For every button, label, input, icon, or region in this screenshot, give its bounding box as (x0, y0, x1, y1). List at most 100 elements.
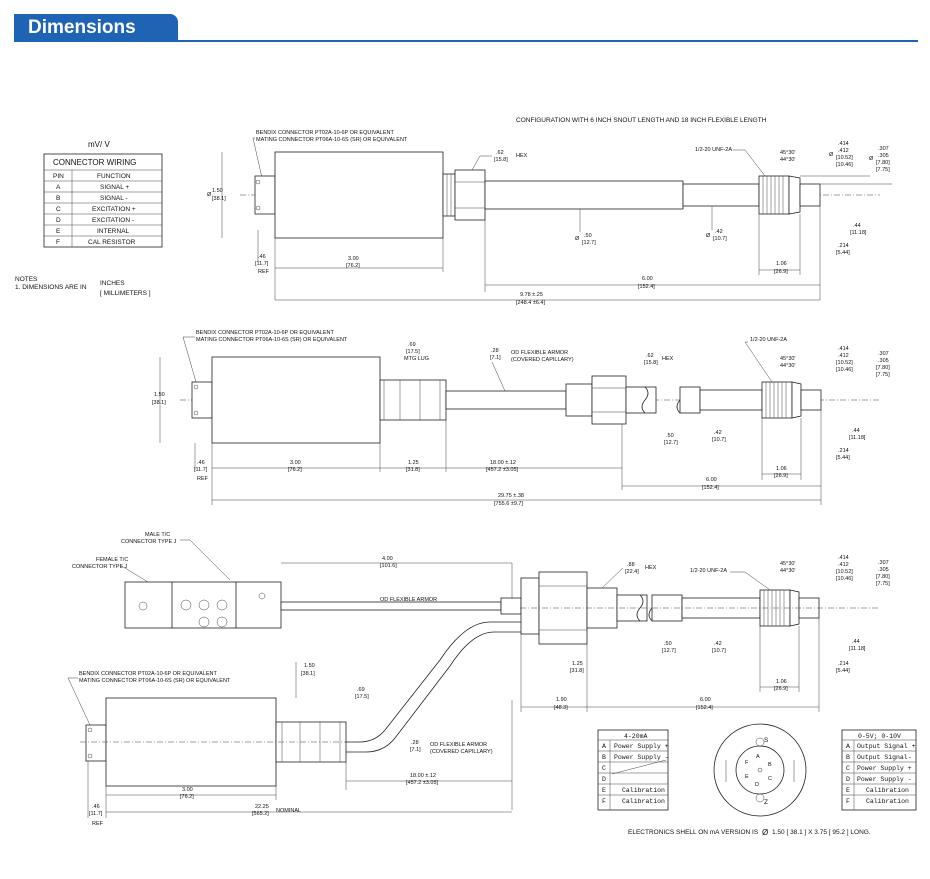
config-caption: CONFIGURATION WITH 6 INCH SNOUT LENGTH A… (516, 117, 767, 124)
bendix-label: BENDIX CONNECTOR PT02A-10-6P OR EQUIVALE… (256, 130, 394, 136)
dim: .307 (878, 560, 889, 566)
dim: [7.80] (876, 365, 890, 371)
male-tc-label: MALE T/C (145, 532, 170, 538)
wiring-table-frame (43, 153, 163, 248)
notes-mm: [ MILLIMETERS ] (100, 290, 151, 297)
dim: [12.7] (662, 648, 676, 654)
wiring-pin: F (56, 239, 60, 246)
table-fn: Power Supply - (857, 776, 912, 783)
armor-label: (COVERED CAPILLARY) (430, 749, 493, 755)
svg-text:Ø: Ø (869, 156, 874, 162)
dim: 45°30' (780, 356, 796, 362)
dim: 1.50 (212, 188, 223, 194)
dim: [31.8] (570, 668, 584, 674)
dim: [7.75] (876, 167, 890, 173)
thread-section (761, 381, 793, 419)
table-pin: C (602, 765, 606, 772)
dim: [26.9] (774, 686, 788, 692)
dim: HEX (516, 153, 528, 159)
table-fn: Power Supply + (614, 743, 669, 750)
wiring-col-function: FUNCTION (97, 173, 131, 180)
dim: [10.52] (836, 360, 853, 366)
thread-section (758, 175, 790, 215)
mating-label: MATING CONNECTOR PT06A-10-6S (SR) OR EQU… (79, 678, 231, 684)
dim: 1.06 (776, 466, 787, 472)
dim: .46 (92, 804, 100, 810)
wiring-fn: SIGNAL - (100, 195, 128, 202)
table-fn: Calibration (622, 787, 665, 794)
wiring-fn: SIGNAL + (100, 184, 129, 191)
dim: [38.1] (152, 400, 166, 406)
wiring-fn: EXCITATION + (92, 206, 136, 213)
wiring-title: CONNECTOR WIRING (53, 158, 136, 167)
wiring-fn: CAL RESISTOR (88, 239, 136, 246)
dim: [457.2 ±3.05] (486, 467, 519, 473)
table-pin: D (602, 776, 606, 783)
dim: [31.8] (406, 467, 420, 473)
dim: .28 (491, 348, 499, 354)
dim: .214 (838, 448, 849, 454)
mtg-lug (379, 379, 447, 421)
dim: 3.00 (290, 460, 301, 466)
dim: [15.8] (494, 157, 508, 163)
dim: 1.06 (776, 261, 787, 267)
table-title: 4-20mA (624, 733, 648, 740)
dim: 1.90 (556, 697, 567, 703)
dim: [11.7] (194, 467, 208, 473)
dim: .44 (852, 428, 860, 434)
dim: [10.52] (836, 155, 853, 161)
dim: REF (197, 476, 209, 482)
dim: .412 (838, 353, 849, 359)
table-pin: A (602, 743, 606, 750)
dim: [48.3] (554, 705, 568, 711)
dim: .69 (357, 687, 365, 693)
dim: .307 (878, 351, 889, 357)
dim: .305 (878, 358, 889, 364)
dim: [5.44] (836, 455, 850, 461)
dim: 3.00 (182, 787, 193, 793)
dim: 6.00 (706, 477, 717, 483)
notes: NOTES 1. DIMENSIONS ARE IN INCHES [ MILL… (15, 276, 151, 297)
dim: .414 (838, 555, 849, 561)
connector-body (254, 175, 276, 215)
dim: [7.80] (876, 160, 890, 166)
armor-label: OD FLEXIBLE ARMOR (380, 597, 437, 603)
wiring-fn: INTERNAL (97, 228, 130, 235)
table-title: 0-5V; 0-10V (858, 733, 901, 740)
table-fn: Output Signal + (857, 743, 916, 750)
dim: [10.46] (836, 162, 853, 168)
dim: 6.00 (642, 276, 653, 282)
dim: [7.75] (876, 581, 890, 587)
dim: [7.75] (876, 372, 890, 378)
dim: [17.5] (355, 694, 369, 700)
dim: [10.46] (836, 576, 853, 582)
wiring-pin: C (56, 206, 61, 213)
pin-label: F (745, 760, 749, 766)
hex-nut (454, 169, 486, 221)
dim: [7.1] (490, 355, 501, 361)
svg-text:Ø: Ø (829, 152, 834, 158)
dim: [12.7] (664, 440, 678, 446)
dim: MTG LUG (404, 356, 429, 362)
table-fn: Calibration (622, 798, 665, 805)
dim: .62 (496, 150, 504, 156)
dim: 1.25 (408, 460, 419, 466)
dim: 6.00 (700, 697, 711, 703)
pin-label: A (756, 754, 760, 760)
armor-label: OD FLEXIBLE ARMOR (430, 742, 487, 748)
dim: REF (92, 821, 104, 827)
table-pin: F (846, 798, 850, 805)
dim: .305 (878, 153, 889, 159)
dim: [10.52] (836, 569, 853, 575)
dim: 1/2-20 UNF-2A (690, 568, 727, 574)
dim: .42 (714, 430, 722, 436)
dim: .414 (838, 141, 849, 147)
mating-label: MATING CONNECTOR PT06A-10-6S (SR) OR EQU… (196, 337, 348, 343)
dim: [10.7] (713, 236, 727, 242)
pin-label: S (764, 737, 769, 744)
dim: 1.25 (572, 661, 583, 667)
dim: [11.7] (89, 811, 103, 817)
sensor-housing (274, 151, 444, 239)
wiring-col-pin: PIN (53, 173, 64, 180)
pin-label: D (755, 782, 759, 788)
